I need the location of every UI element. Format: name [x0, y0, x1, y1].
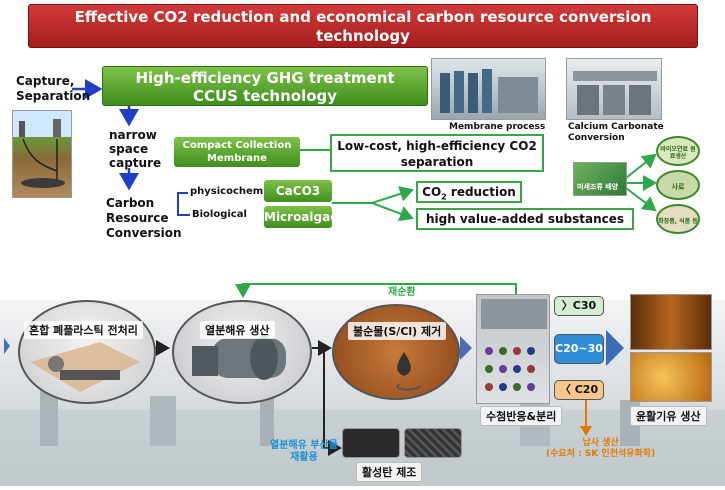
ccus-main-line1: High-efficiency GHG treatment	[135, 69, 395, 87]
lowcost-separation-box: Low-cost, high-efficiency CO2 separation	[330, 134, 544, 172]
carbon-line3: Conversion	[106, 226, 182, 240]
ccus-main-box: High-efficiency GHG treatment CCUS techn…	[102, 66, 428, 106]
oil-droplet-icon	[396, 352, 421, 391]
ccus-connector-layer	[72, 79, 657, 222]
title-line2: in small urban spaces	[271, 46, 455, 64]
activated-carbon-granules-photo	[404, 428, 462, 458]
lubricant-oil-photo	[630, 352, 712, 402]
naphtha-line2: (수요처 : SK 인천석유화학)	[546, 449, 656, 459]
product-feed: 사료	[656, 170, 700, 200]
narrow-line1: narrow	[109, 128, 157, 142]
membrane-process-photo	[431, 58, 546, 120]
carbon-resource-conversion: Carbon Resource Conversion	[106, 196, 182, 241]
underground-storage-icon	[19, 119, 65, 188]
connector-highvalue	[371, 202, 414, 222]
co2-prefix: CO	[422, 185, 442, 199]
activated-carbon-label: 활성탄 제조	[356, 462, 423, 482]
narrow-space-capture: narrow space capture	[109, 128, 161, 170]
recycle-label: 재순환	[388, 287, 416, 298]
preprocess-circle	[18, 300, 156, 404]
byproduct-line1: 열분해유 부산물	[270, 440, 338, 451]
calcium-caption-line1: Calcium Carbonate	[568, 122, 664, 132]
calcium-caption-line2: Conversion	[568, 133, 625, 143]
lab-equipment-icon	[573, 71, 657, 115]
co2-suffix: reduction	[446, 185, 516, 199]
title-line1: Effective CO2 reduction and economical c…	[74, 8, 652, 45]
bracket	[177, 192, 190, 216]
co2-sub: 2	[441, 192, 447, 202]
capture-label: Capture,	[16, 74, 75, 88]
fraction-middle: C20~30	[554, 334, 604, 364]
membrane-line2: Membrane	[207, 153, 267, 164]
pyrolysis-reactor-icon	[192, 336, 286, 380]
microalgae-culture-photo: 미세조류 배양	[573, 162, 627, 196]
recycle-loop	[235, 283, 517, 298]
fraction-light: 〈 C20	[554, 380, 604, 400]
carbon-line2: Resource	[106, 211, 169, 225]
separation-label: Separation	[16, 89, 91, 103]
high-value-box: high value-added substances	[416, 208, 634, 230]
lowcost-line1: Low-cost, high-efficiency CO2	[337, 139, 537, 153]
membrane-line1: Compact Collection	[182, 140, 292, 151]
calcium-carbonate-photo	[566, 58, 662, 120]
calcium-caption: Calcium Carbonate Conversion	[568, 122, 664, 144]
fraction-heavy: 〉C30	[554, 296, 604, 316]
hydro-separation-image	[476, 294, 550, 404]
naphtha-label: 납사 생산 (수요처 : SK 인천석유화학)	[546, 438, 655, 460]
lowcost-line2: separation	[400, 155, 474, 169]
pyrolysis-circle	[172, 300, 312, 404]
product-biofuel: 바이오연료 원료생산	[656, 136, 700, 166]
step5-label: 윤활기유 생산	[630, 406, 707, 426]
membrane-process-caption: Membrane process	[449, 122, 546, 132]
narrow-line3: capture	[109, 156, 162, 170]
compact-membrane-box: Compact Collection Membrane	[174, 137, 300, 167]
membrane-equipment-icon	[440, 69, 538, 113]
product-cosmetics-label: 화장품, 식품 등	[658, 218, 698, 225]
carbon-line1: Carbon	[106, 196, 155, 210]
product-biofuel-label: 바이오연료 원료생산	[660, 146, 696, 160]
product-feed-label: 사료	[671, 183, 685, 191]
product-cosmetics: 화장품, 식품 등	[656, 204, 700, 234]
step4-label: 수첨반응&분리	[480, 406, 563, 426]
physicochem-label: physicochem	[190, 186, 264, 197]
microalgae-photo-label: 미세조류 배양	[577, 183, 619, 191]
byproduct-line2: 재활용	[290, 452, 318, 463]
title-banner: Effective CO2 reduction and economical c…	[28, 4, 698, 64]
connector-co2	[332, 186, 414, 204]
biological-label: Biological	[192, 209, 247, 220]
naphtha-line1: 납사 생산	[582, 438, 619, 448]
molecular-structure-icon	[481, 299, 547, 391]
microalgae-box: Microalgae	[264, 206, 338, 228]
step3-label: 불순물(S/Cl) 제거	[348, 322, 447, 340]
step2-label: 열분해유 생산	[200, 321, 275, 339]
impurity-circle	[332, 304, 460, 400]
narrow-line2: space	[109, 142, 149, 156]
caco3-box: CaCO3 syn.	[264, 180, 332, 220]
ccus-main-line2: CCUS technology	[192, 87, 338, 105]
lubricant-barrels-photo	[630, 294, 712, 350]
capture-illustration	[12, 110, 72, 198]
plastic-shredder-icon	[30, 342, 140, 392]
co2-reduction-box: CO2 reduction	[416, 181, 522, 203]
byproduct-recycle-label: 열분해유 부산물 재활용	[270, 440, 338, 464]
activated-carbon-pellets-photo	[342, 428, 400, 458]
step1-label: 혼합 폐플라스틱 전처리	[24, 321, 143, 339]
